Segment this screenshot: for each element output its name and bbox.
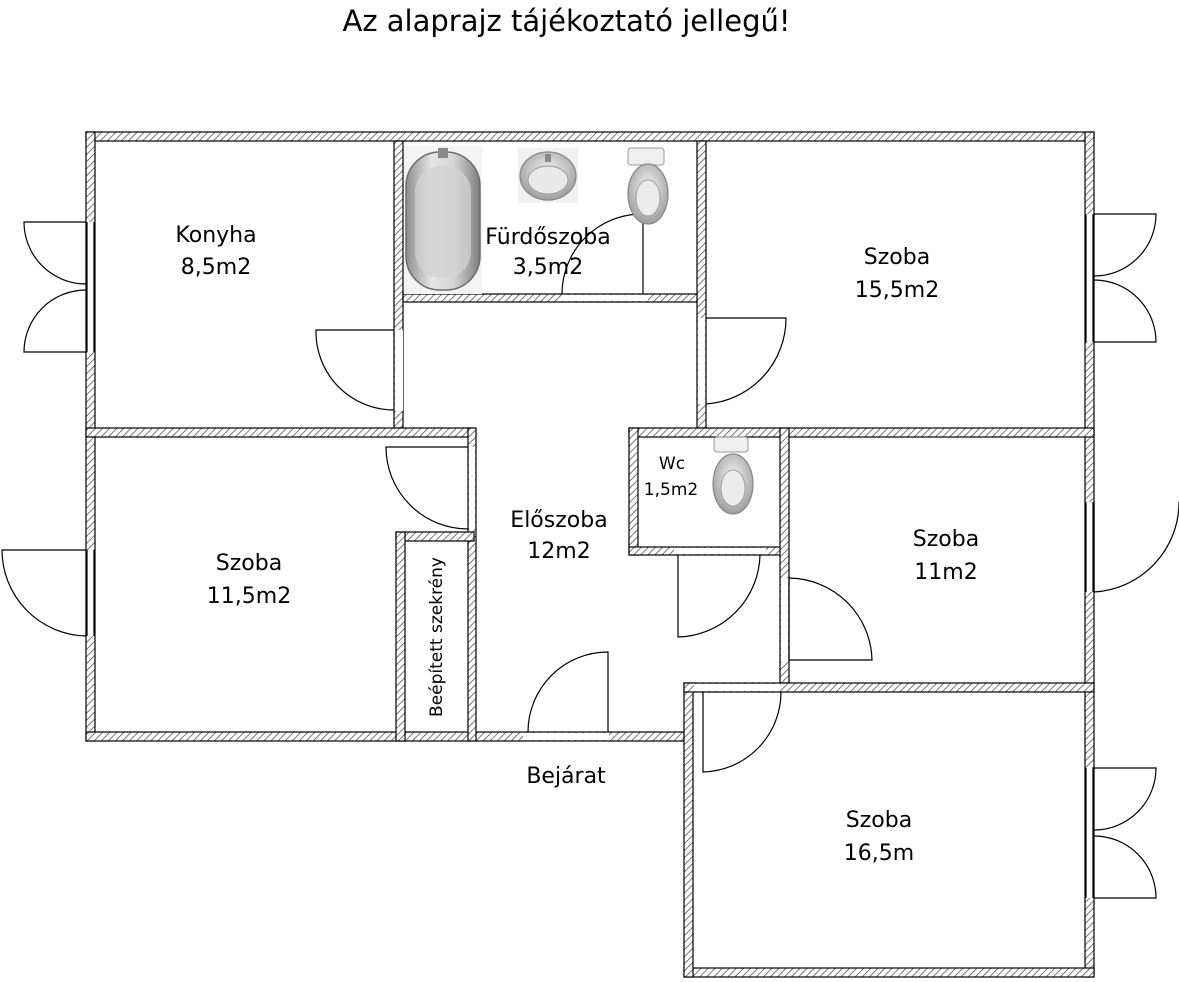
room-area-furdoszoba: 3,5m2 [513, 255, 583, 280]
room-area-wc: 1,5m2 [644, 480, 698, 500]
entrance-label: Bejárat [526, 764, 606, 789]
room-area-szoba-se: 16,5m [844, 841, 914, 866]
bathtub-icon [404, 146, 482, 294]
plan-disclaimer-title: Az alaprajz tájékoztató jellegű! [342, 4, 791, 38]
walls [85, 131, 1095, 978]
room-name-eloszoba: Előszoba [510, 508, 607, 533]
room-area-szoba-ne: 15,5m2 [855, 278, 939, 303]
room-area-szoba-e: 11m2 [914, 560, 977, 585]
room-name-szoba-e: Szoba [913, 527, 979, 552]
windows [1, 213, 1179, 899]
room-name-szoba-w: Szoba [216, 551, 282, 576]
room-name-szoba-ne: Szoba [864, 245, 930, 270]
room-name-wc: Wc [659, 454, 685, 474]
room-area-konyha: 8,5m2 [181, 255, 251, 280]
toilet-icon [712, 436, 754, 515]
doors [315, 213, 873, 773]
closet-label: Beépített szekrény [427, 557, 447, 717]
room-name-szoba-se: Szoba [846, 808, 912, 833]
sink-icon [518, 148, 578, 203]
room-area-eloszoba: 12m2 [527, 539, 590, 564]
room-area-szoba-w: 11,5m2 [207, 584, 291, 609]
room-name-furdoszoba: Fürdőszoba [485, 225, 610, 250]
toilet-icon [627, 147, 669, 225]
room-name-konyha: Konyha [175, 223, 256, 248]
door-openings [87, 214, 1093, 898]
